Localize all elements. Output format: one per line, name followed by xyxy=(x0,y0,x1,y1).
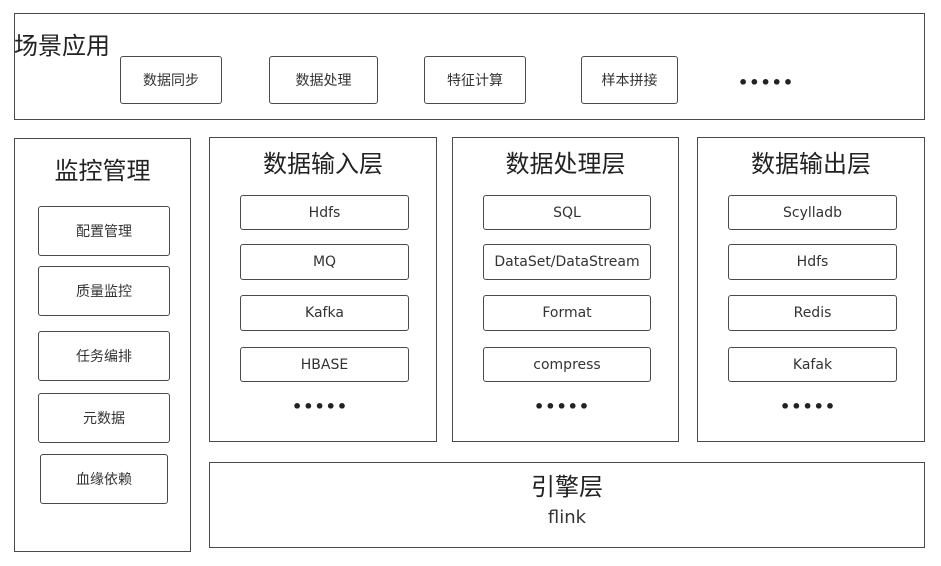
scene-more-ellipsis: ••••• xyxy=(738,73,795,92)
input-item-kafka[interactable]: Kafka xyxy=(240,295,409,331)
monitor-item-lineage[interactable]: 血缘依赖 xyxy=(40,454,168,504)
scene-item-sample-joining[interactable]: 样本拼接 xyxy=(581,56,678,104)
process-item-format[interactable]: Format xyxy=(483,295,651,331)
process-item-compress[interactable]: compress xyxy=(483,347,651,382)
input-layer-panel: 数据输入层 xyxy=(209,137,437,442)
monitor-item-config[interactable]: 配置管理 xyxy=(38,206,170,256)
process-item-sql[interactable]: SQL xyxy=(483,195,651,230)
monitor-item-quality[interactable]: 质量监控 xyxy=(38,266,170,316)
input-item-hbase[interactable]: HBASE xyxy=(240,347,409,382)
input-more-ellipsis: ••••• xyxy=(292,397,349,416)
output-item-scylladb[interactable]: Scylladb xyxy=(728,195,897,230)
output-layer-panel: 数据输出层 xyxy=(697,137,925,442)
output-item-redis[interactable]: Redis xyxy=(728,295,897,331)
input-item-hdfs[interactable]: Hdfs xyxy=(240,195,409,230)
engine-layer-title: 引擎层 xyxy=(531,473,603,501)
process-layer-panel: 数据处理层 xyxy=(452,137,679,442)
monitor-title: 监控管理 xyxy=(54,157,151,185)
process-item-dataset-datastream[interactable]: DataSet/DataStream xyxy=(483,244,651,280)
scene-item-data-sync[interactable]: 数据同步 xyxy=(120,56,222,104)
output-item-kafak[interactable]: Kafak xyxy=(728,347,897,382)
scene-title: 场景应用 xyxy=(14,32,110,60)
process-layer-title: 数据处理层 xyxy=(505,150,626,178)
monitor-item-task-orchestration[interactable]: 任务编排 xyxy=(38,331,170,381)
scene-item-data-processing[interactable]: 数据处理 xyxy=(269,56,378,104)
scene-item-feature-computation[interactable]: 特征计算 xyxy=(424,56,526,104)
process-more-ellipsis: ••••• xyxy=(534,397,591,416)
output-item-hdfs[interactable]: Hdfs xyxy=(728,244,897,280)
engine-layer-subtitle: flink xyxy=(547,507,587,528)
engine-layer-panel: 引擎层 flink xyxy=(209,462,925,548)
output-layer-title: 数据输出层 xyxy=(751,150,871,178)
monitor-item-metadata[interactable]: 元数据 xyxy=(38,393,170,443)
input-layer-title: 数据输入层 xyxy=(263,150,383,178)
output-more-ellipsis: ••••• xyxy=(780,397,837,416)
input-item-mq[interactable]: MQ xyxy=(240,244,409,280)
